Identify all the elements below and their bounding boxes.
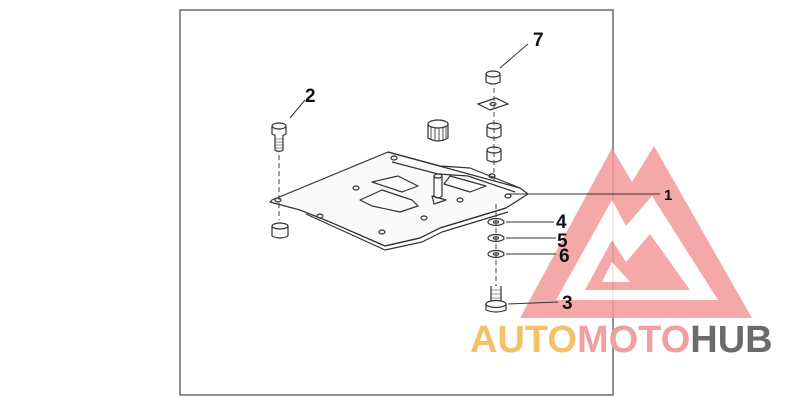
callout-4: 4 [556,212,567,233]
callout-3: 3 [562,293,573,314]
watermark-auto: AUTO [470,319,577,361]
callout-6: 6 [559,246,570,267]
bolt-2 [271,122,287,153]
callout-2: 2 [305,86,316,107]
leader-3 [507,301,559,305]
callout-5: 5 [557,231,568,252]
watermark-text: AUTOMOTOHUB [470,319,773,361]
knurled-knob [427,119,449,142]
leader-2 [289,99,306,119]
leader-7 [499,43,529,69]
callout-1: 1 [664,187,672,204]
watermark-hub: HUB [690,319,772,361]
spacer-left [271,222,289,239]
watermark-logo-icon [520,146,752,318]
carrier-plate [269,151,529,251]
bolt-3 [485,286,507,313]
watermark-moto: MOTO [577,319,690,361]
callout-7: 7 [533,30,544,51]
